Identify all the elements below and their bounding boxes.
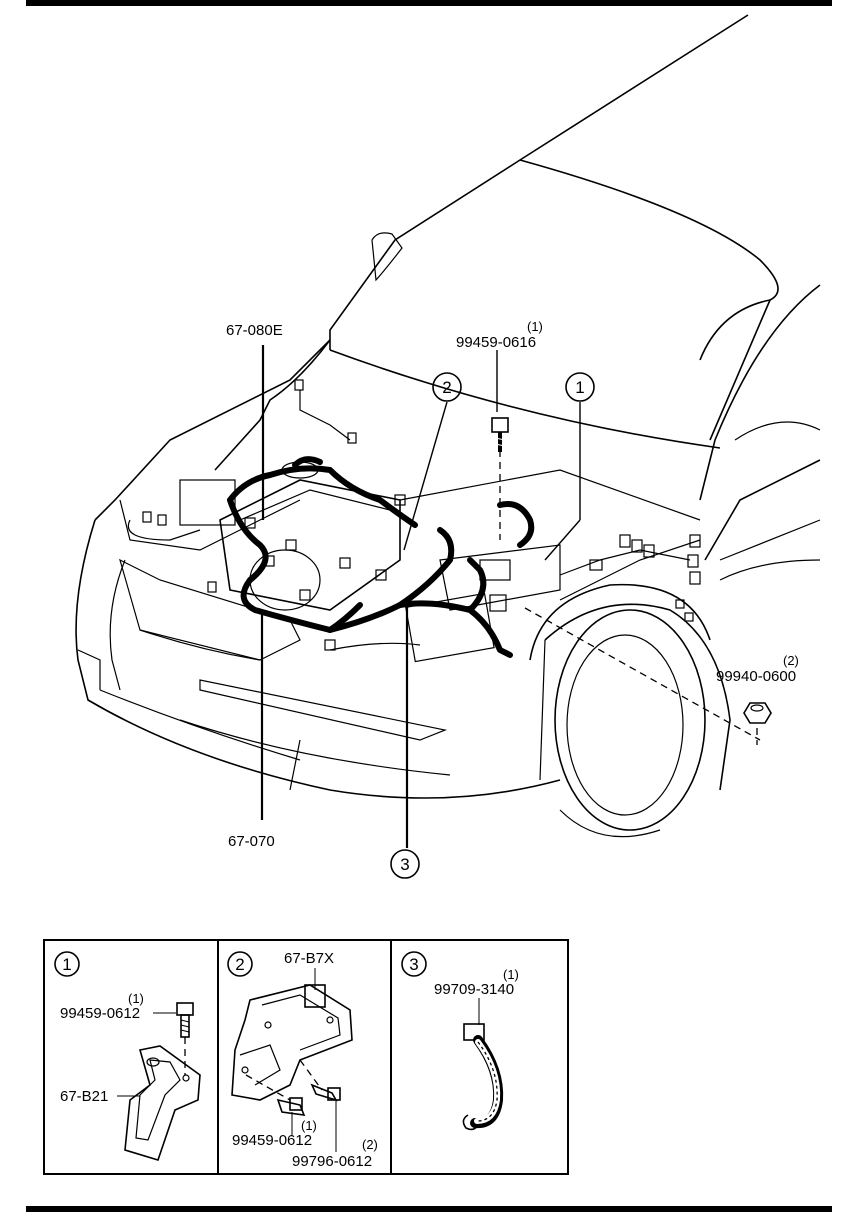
qty-panel2-bolt-a: (1)	[301, 1118, 317, 1133]
svg-text:1: 1	[575, 378, 584, 397]
label-panel2-bolt-b: 99796-0612	[292, 1153, 372, 1170]
label-panel1-bolt: 99459-0612	[60, 1005, 140, 1022]
leader-lines	[260, 345, 761, 848]
svg-text:3: 3	[400, 855, 409, 874]
bolt-99459-0612-icon	[276, 1097, 306, 1116]
bottom-rule	[26, 1206, 832, 1212]
engine-assembly	[127, 379, 701, 663]
svg-text:2: 2	[235, 955, 244, 974]
qty-99940-0600: (2)	[783, 653, 799, 668]
qty-panel1-bolt: (1)	[128, 991, 144, 1006]
label-67-B7X: 67-B7X	[284, 950, 334, 967]
qty-99459-0616: (1)	[527, 319, 543, 334]
qty-panel3-clip: (1)	[503, 967, 519, 982]
cable-tie-clip-icon	[462, 1023, 504, 1131]
label-99940-0600: 99940-0600	[716, 668, 796, 685]
callout-2: 2	[432, 372, 462, 402]
bolt-icon	[176, 1002, 194, 1075]
label-panel3-clip: 99709-3140	[434, 981, 514, 998]
detail-panel-1: 1 (1) 99459-0612 67-B21	[54, 951, 201, 1161]
top-rule	[26, 0, 832, 6]
callout-3: 3	[390, 849, 420, 879]
label-67-070: 67-070	[228, 833, 275, 850]
bracket-67-B21-icon	[124, 1045, 201, 1161]
wiring-harness	[227, 456, 535, 658]
qty-panel2-bolt-b: (2)	[362, 1137, 378, 1152]
nut-99940-0600-icon	[743, 702, 772, 745]
detail-panel-2: 2 67-B7X (1) 99459-0612 (2) 99796-0612	[227, 950, 378, 1170]
callout-1: 1	[565, 372, 595, 402]
svg-text:2: 2	[442, 378, 451, 397]
svg-text:1: 1	[62, 955, 71, 974]
detail-panels	[43, 939, 569, 1175]
bolt-99459-0616-icon	[491, 417, 509, 452]
detail-panel-3: 3 (1) 99709-3140	[401, 951, 519, 1131]
relay-bracket-icon	[231, 984, 353, 1101]
label-67-B21: 67-B21	[60, 1088, 108, 1105]
label-99459-0616: 99459-0616	[456, 334, 536, 351]
vehicle-outline	[75, 14, 821, 838]
label-panel2-bolt-a: 99459-0612	[232, 1132, 312, 1149]
svg-text:3: 3	[409, 955, 418, 974]
bolt-99796-0612-icon	[310, 1083, 341, 1102]
label-67-080E: 67-080E	[226, 322, 283, 339]
